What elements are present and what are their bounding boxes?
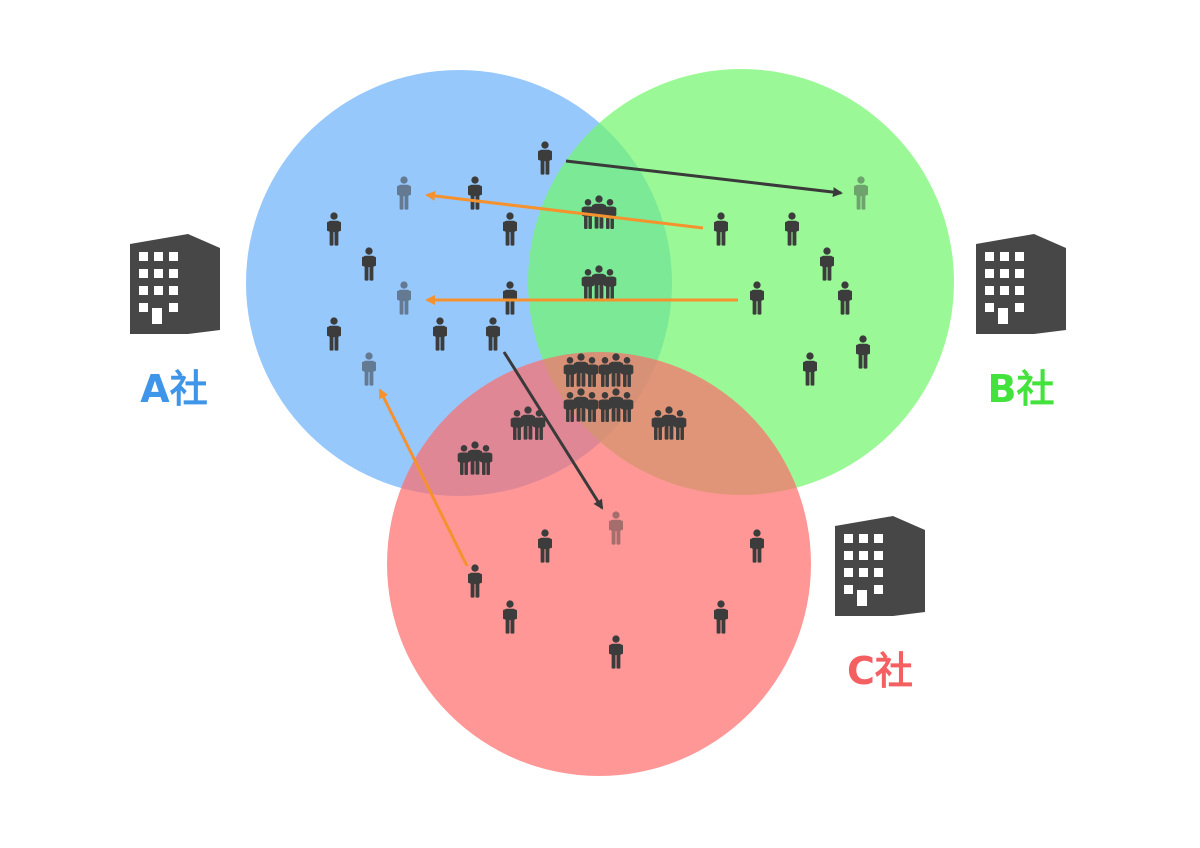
arrow-b-to-a-upper xyxy=(425,190,704,230)
arrow-c-to-a xyxy=(378,388,469,567)
company-c-label: C社 xyxy=(847,649,913,693)
company-b-building-icon xyxy=(976,234,1066,334)
buildings-layer xyxy=(130,234,1066,616)
company-a-building-icon xyxy=(130,234,220,334)
company-b-label: B社 xyxy=(988,367,1055,411)
arrow-a-to-b xyxy=(565,159,843,198)
arrow-a-to-c xyxy=(502,351,604,510)
company-circles xyxy=(246,69,954,776)
company-a-label: A社 xyxy=(140,367,207,411)
company-c-building-icon xyxy=(835,516,925,616)
arrows-layer xyxy=(378,159,843,567)
company-c-circle xyxy=(387,352,811,776)
